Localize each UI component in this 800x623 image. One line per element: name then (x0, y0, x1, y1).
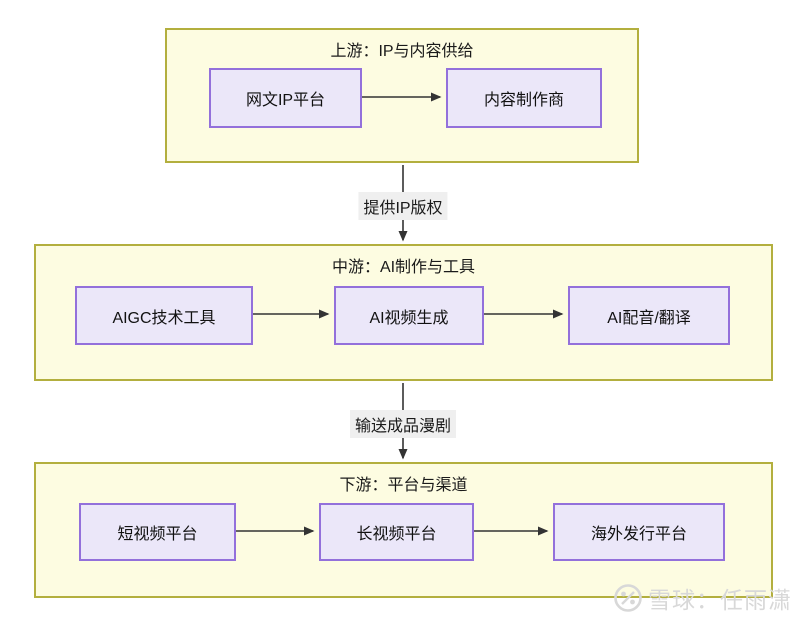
node-ai-dubbing-translation: AI配音/翻译 (568, 286, 730, 345)
watermark-text: 雪球：任雨潇 (648, 587, 792, 613)
tier-downstream-title: 下游：平台与渠道 (339, 477, 468, 494)
watermark: 雪球：任雨潇 (613, 581, 792, 615)
xueqiu-snowball-logo-icon (614, 584, 642, 612)
node-aigc-tech-tools: AIGC技术工具 (75, 286, 253, 345)
flow-label-finished-drama: 输送成品漫剧 (349, 410, 457, 438)
flow-label-ip-license: 提供IP版权 (358, 192, 448, 220)
tier-midstream: 中游：AI制作与工具 AIGC技术工具 AI视频生成 AI配音/翻译 (34, 244, 773, 381)
tier-downstream: 下游：平台与渠道 短视频平台 长视频平台 海外发行平台 (34, 462, 773, 598)
node-short-video-platform: 短视频平台 (79, 503, 236, 561)
node-webnovel-ip-platform: 网文IP平台 (209, 68, 362, 128)
node-long-video-platform: 长视频平台 (319, 503, 474, 561)
tier-upstream-title: 上游：IP与内容供给 (330, 43, 474, 60)
node-overseas-distribution-platform: 海外发行平台 (553, 503, 725, 561)
tier-midstream-title: 中游：AI制作与工具 (331, 259, 476, 276)
tier-upstream: 上游：IP与内容供给 网文IP平台 内容制作商 (165, 28, 639, 163)
node-content-producer: 内容制作商 (446, 68, 602, 128)
node-ai-video-generation: AI视频生成 (334, 286, 484, 345)
